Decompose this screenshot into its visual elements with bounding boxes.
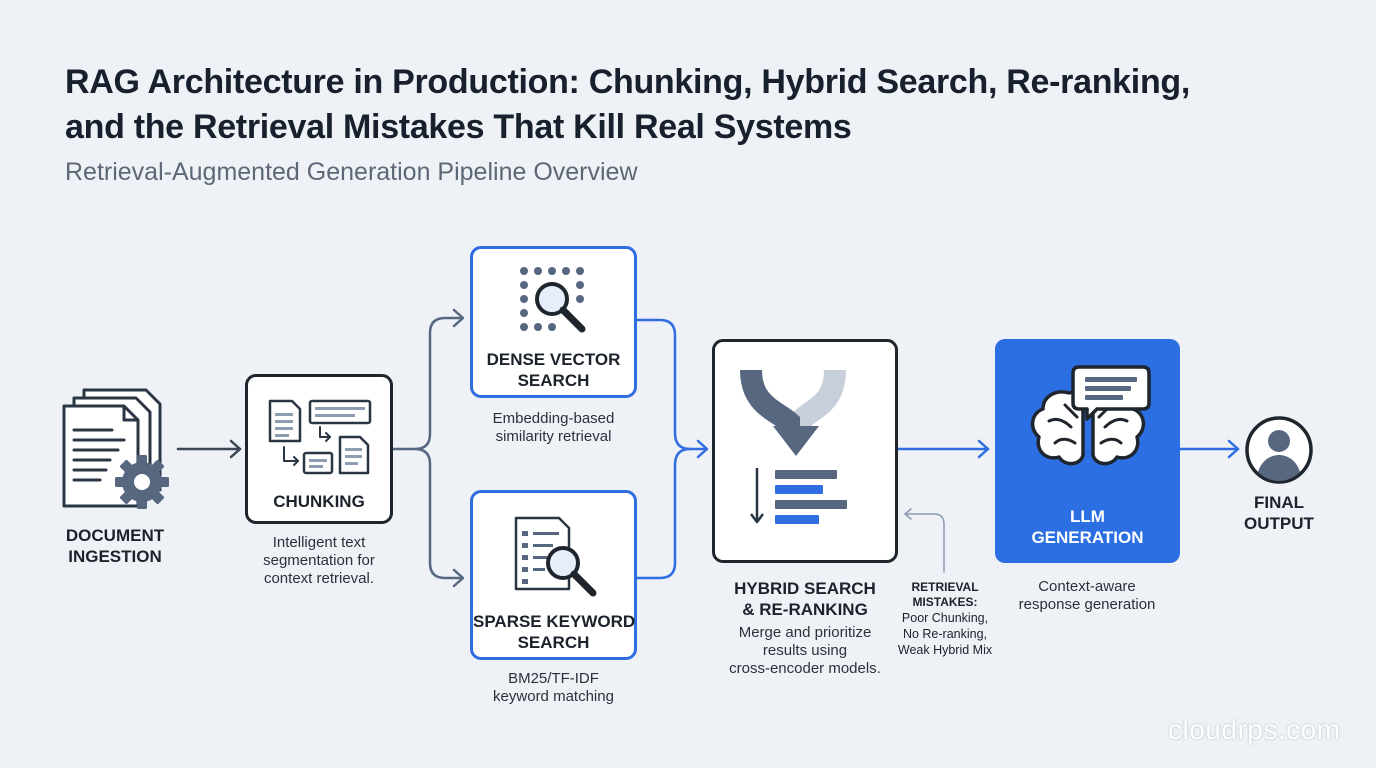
llm-generation-label: LLM GENERATION [1031,507,1144,547]
arrow-chunking-to-sparse [413,447,465,588]
mistake-item: Weak Hybrid Mix [897,643,993,657]
retrieval-mistakes-callout: RETRIEVAL MISTAKES: Poor Chunking, No Re… [892,580,998,658]
llm-generation-box: LLM GENERATION [995,339,1180,563]
arrow-llm-to-output [1178,439,1240,459]
llm-generation-description: Context-aware response generation [1018,578,1156,613]
dense-search-label: DENSE VECTOR SEARCH [486,350,621,390]
chunking-box: CHUNKING [245,374,393,524]
arrow-chunking-to-dense [391,308,465,451]
final-output-label: FINAL OUTPUT [1244,493,1314,533]
hybrid-search-description: Merge and prioritize results using cross… [729,624,881,677]
watermark: cloudrps.com [1168,714,1341,745]
chunking-icon [268,399,372,475]
arrow-mistakes-feedback [904,508,945,573]
sparse-search-box: SPARSE KEYWORD SEARCH [470,490,637,660]
title-line-1: RAG Architecture in Production: Chunking… [65,63,1191,101]
arrow-dense-to-hybrid [635,318,709,459]
documents-gear-icon [62,388,169,509]
arrow-hybrid-to-llm [896,439,990,459]
arrow-sparse-to-hybrid [635,447,692,580]
merge-rank-icon [740,369,847,524]
mistake-item: Poor Chunking, [901,611,989,625]
title-line-2: and the Retrieval Mistakes That Kill Rea… [65,108,852,146]
ingestion-label: DOCUMENT INGESTION [65,526,165,566]
brain-chat-icon [1030,365,1151,466]
retrieval-mistakes-heading: RETRIEVAL MISTAKES: [911,580,979,609]
vector-search-icon [520,267,586,333]
hybrid-search-box [712,339,898,563]
arrow-ingestion-to-chunking [176,439,242,459]
sparse-search-description: BM25/TF-IDF keyword matching [493,670,614,705]
sparse-search-label: SPARSE KEYWORD SEARCH [473,612,636,652]
page-subtitle: Retrieval-Augmented Generation Pipeline … [65,158,638,186]
chunking-description: Intelligent text segmentation for contex… [263,534,375,587]
chunking-label: CHUNKING [273,492,365,511]
user-avatar-icon [1245,416,1313,484]
page-title: RAG Architecture in Production: Chunking… [65,60,1335,150]
dense-search-description: Embedding-based similarity retrieval [492,410,615,445]
dense-search-box: DENSE VECTOR SEARCH [470,246,637,398]
mistake-item: No Re-ranking, [902,627,988,641]
hybrid-search-label: HYBRID SEARCH & RE-RANKING [734,579,876,619]
keyword-search-icon [514,516,597,597]
